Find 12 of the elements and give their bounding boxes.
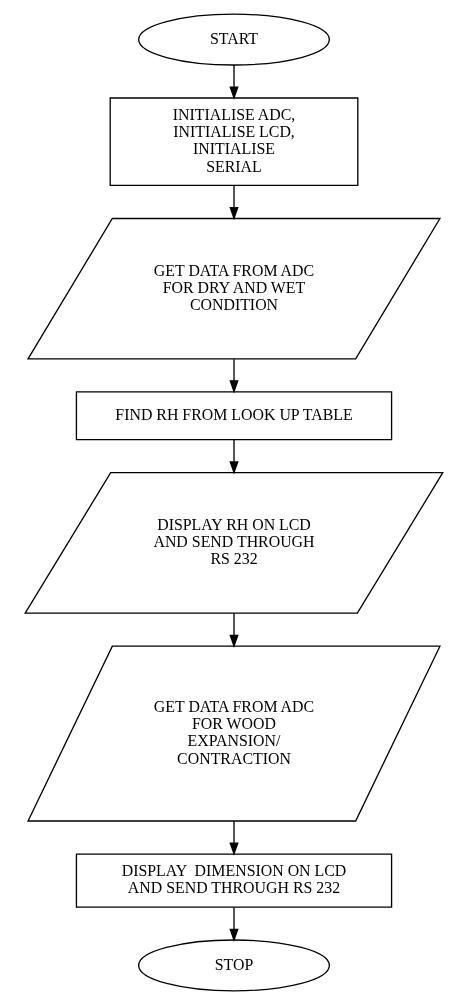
arrow xyxy=(228,357,239,393)
arrow xyxy=(228,820,239,856)
arrow xyxy=(228,906,239,942)
node-box: FIND RH FROM LOOK UP TABLE xyxy=(75,390,392,440)
arrow xyxy=(228,438,239,475)
arrow xyxy=(228,184,239,220)
arrow xyxy=(228,63,239,100)
node-box: INITIALISE ADC, INITIALISE LCD, INITIALISE SERIAL xyxy=(109,96,358,186)
node-box: DISPLAY DIMENSION ON LCD AND SEND THROUGH RS 232 xyxy=(75,852,392,908)
node-ellipse: START xyxy=(137,13,330,66)
node-ellipse: STOP xyxy=(137,938,330,991)
arrow xyxy=(228,612,239,648)
